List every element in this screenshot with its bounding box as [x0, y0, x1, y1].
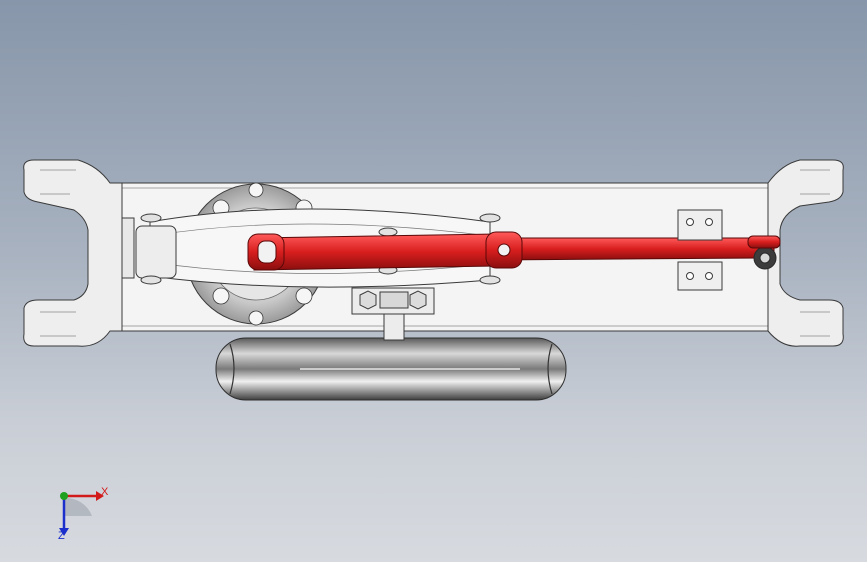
- bolt-hole: [295, 287, 313, 305]
- z-axis-arrowhead: [59, 528, 69, 536]
- x-axis-arrowhead: [96, 491, 104, 501]
- left-fork[interactable]: [23, 159, 135, 347]
- axle-post[interactable]: [351, 287, 435, 341]
- bolt-hole: [248, 310, 264, 326]
- right-fork[interactable]: [767, 159, 844, 347]
- right-pivot[interactable]: [747, 235, 781, 270]
- connecting-rod[interactable]: [247, 231, 775, 271]
- mount-bracket-bottom[interactable]: [677, 261, 723, 291]
- x-axis-label: X: [101, 486, 109, 498]
- mount-bracket-top[interactable]: [677, 209, 723, 241]
- wheel[interactable]: [215, 337, 567, 401]
- z-axis-label: Z: [58, 530, 65, 542]
- y-axis-dot: [60, 492, 68, 500]
- orientation-triad[interactable]: [40, 478, 120, 548]
- bolt-hole: [212, 287, 230, 305]
- bolt-hole: [248, 182, 264, 198]
